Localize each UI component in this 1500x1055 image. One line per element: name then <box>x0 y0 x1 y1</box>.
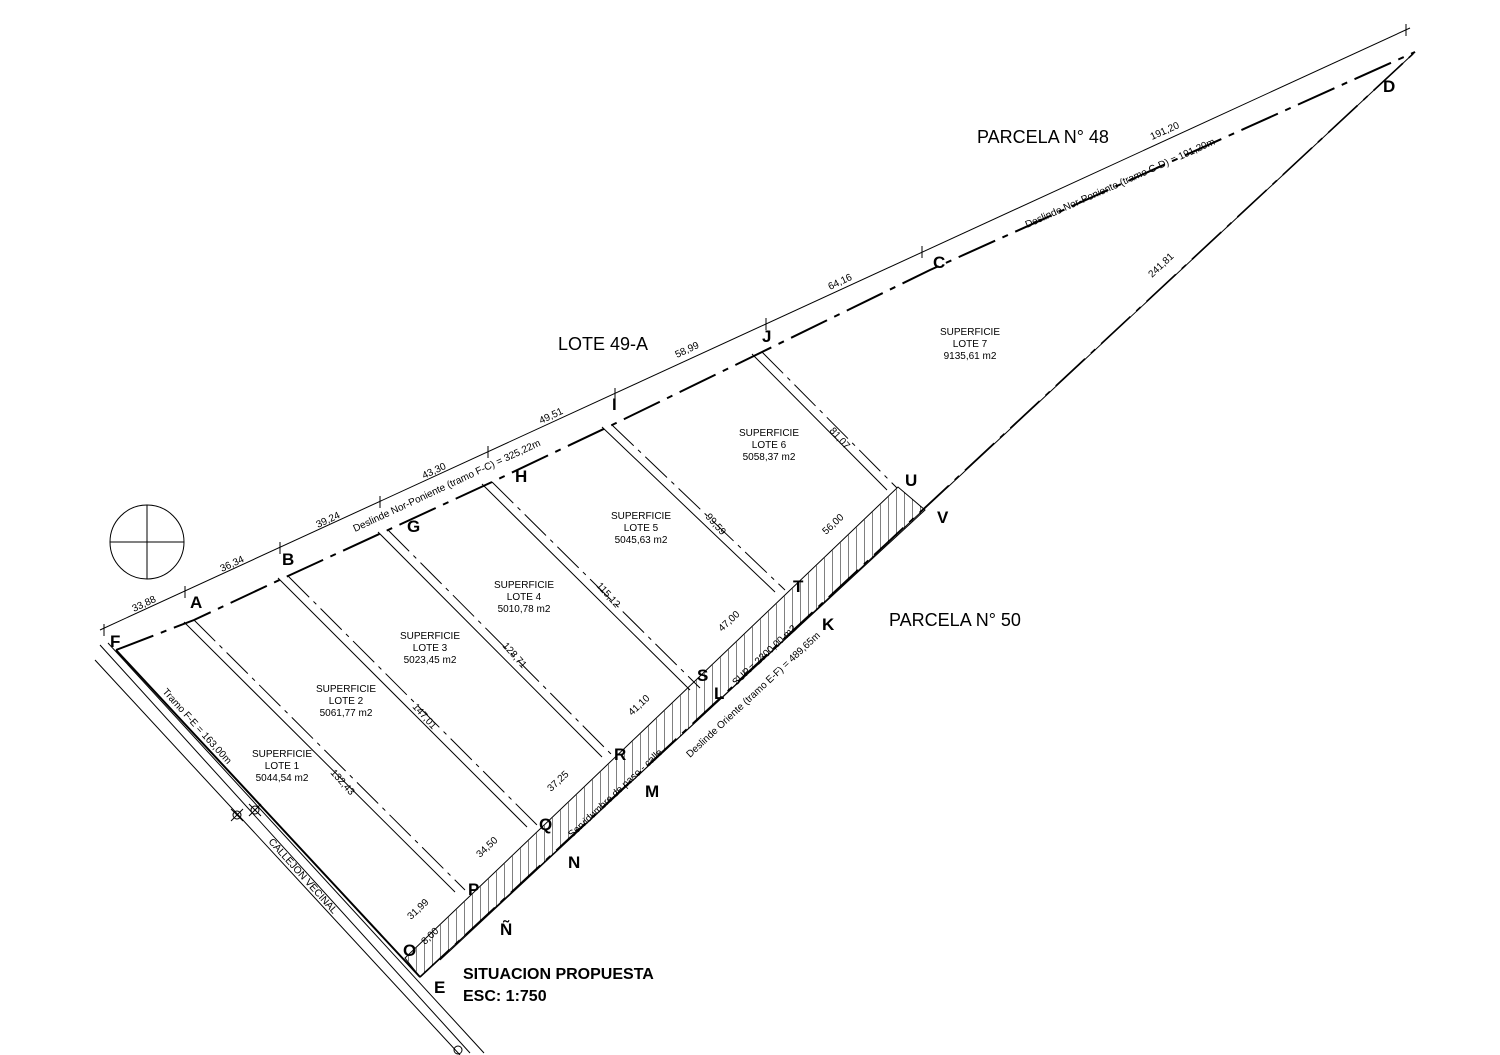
dim-bottom-6: 56,00 <box>821 512 847 537</box>
label-deslinde-fc: Deslinde Nor-Poniente (tramo F-C) = 325,… <box>352 438 543 535</box>
point-r: R <box>614 745 626 764</box>
svg-text:LOTE 1: LOTE 1 <box>265 761 300 772</box>
lot-2-label: SUPERFICIE LOTE 2 5061,77 m2 <box>316 684 376 719</box>
svg-text:SUPERFICIE: SUPERFICIE <box>494 580 554 591</box>
dim-bottom-1: 31,99 <box>406 897 432 922</box>
point-j: J <box>762 327 771 346</box>
point-o: O <box>403 941 416 960</box>
point-a: A <box>190 593 202 612</box>
svg-text:LOTE 2: LOTE 2 <box>329 696 364 707</box>
svg-text:LOTE 6: LOTE 6 <box>752 440 787 451</box>
point-m: M <box>645 782 659 801</box>
point-l: L <box>714 684 724 703</box>
svg-text:5058,37 m2: 5058,37 m2 <box>743 452 796 463</box>
svg-text:LOTE 5: LOTE 5 <box>624 523 659 534</box>
dim-top-8: 191,20 <box>1149 120 1182 143</box>
lot-3-label: SUPERFICIE LOTE 3 5023,45 m2 <box>400 631 460 666</box>
dim-top-5: 49,51 <box>538 406 566 427</box>
label-deslinde-cd: Deslinde Nor-Poniente (tramo C-D) = 191,… <box>1024 137 1217 231</box>
road-markers <box>230 803 463 1055</box>
dim-bottom-5: 47,00 <box>717 609 743 634</box>
lot-7-label: SUPERFICIE LOTE 7 9135,61 m2 <box>940 327 1000 362</box>
top-ticks <box>103 24 1407 636</box>
north-arrow <box>109 504 185 580</box>
svg-text:9135,61 m2: 9135,61 m2 <box>944 351 997 362</box>
point-nn: Ñ <box>500 919 512 939</box>
point-t: T <box>793 577 804 596</box>
label-tramo-fe: Tramo F-E = 163,00m <box>160 687 234 767</box>
plan-title: SITUACION PROPUESTA <box>463 966 654 983</box>
dim-top-6: 58,99 <box>674 340 702 361</box>
label-parcela-50: PARCELA N° 50 <box>889 610 1021 630</box>
point-u: U <box>905 471 917 490</box>
svg-text:SUPERFICIE: SUPERFICIE <box>316 684 376 695</box>
point-f: F <box>110 632 120 651</box>
dim-div-6: 81,07 <box>827 426 852 452</box>
lot-division-lines-solid <box>183 353 888 893</box>
svg-text:SUPERFICIE: SUPERFICIE <box>739 428 799 439</box>
svg-text:LOTE 3: LOTE 3 <box>413 643 448 654</box>
point-labels: A B C D E F G H I J K L M N Ñ O P Q R S … <box>110 77 1395 997</box>
point-c: C <box>933 253 945 272</box>
dim-div-4: 115,12 <box>594 581 622 611</box>
point-q: Q <box>539 815 552 834</box>
svg-text:5023,45 m2: 5023,45 m2 <box>404 655 457 666</box>
svg-text:SUPERFICIE: SUPERFICIE <box>940 327 1000 338</box>
callejon-road <box>94 642 485 1055</box>
svg-text:5061,77 m2: 5061,77 m2 <box>320 708 373 719</box>
point-k: K <box>822 615 835 634</box>
dim-bottom-2: 34,50 <box>475 835 501 860</box>
dim-top-4: 43,30 <box>421 461 449 482</box>
servidumbre-strip <box>404 486 926 978</box>
dim-top-2: 36,34 <box>219 554 247 575</box>
point-h: H <box>515 467 527 486</box>
point-i: I <box>612 395 617 414</box>
property-boundary <box>99 27 1416 978</box>
dim-top-3: 39,24 <box>315 510 343 531</box>
point-b: B <box>282 550 294 569</box>
svg-text:LOTE 7: LOTE 7 <box>953 339 988 350</box>
label-callejon: CALLEJON VECINAL <box>266 837 340 917</box>
lot-4-label: SUPERFICIE LOTE 4 5010,78 m2 <box>494 580 554 615</box>
dim-div-5: 99,59 <box>703 512 728 538</box>
point-n: N <box>568 853 580 872</box>
dim-east: 241,81 <box>1147 251 1177 280</box>
dim-div-2: 147,01 <box>410 702 439 732</box>
svg-text:SUPERFICIE: SUPERFICIE <box>400 631 460 642</box>
point-d: D <box>1383 77 1395 96</box>
point-v: V <box>937 508 949 527</box>
svg-text:5010,78 m2: 5010,78 m2 <box>498 604 551 615</box>
dim-top-1: 33,88 <box>131 594 159 615</box>
svg-text:LOTE 4: LOTE 4 <box>507 592 542 603</box>
point-e: E <box>434 978 445 997</box>
svg-text:5044,54 m2: 5044,54 m2 <box>256 773 309 784</box>
svg-text:SUPERFICIE: SUPERFICIE <box>252 749 312 760</box>
svg-text:SUPERFICIE: SUPERFICIE <box>611 511 671 522</box>
lot-6-label: SUPERFICIE LOTE 6 5058,37 m2 <box>739 428 799 463</box>
label-lote-49a: LOTE 49-A <box>558 334 648 354</box>
lot-5-label: SUPERFICIE LOTE 5 5045,63 m2 <box>611 511 671 546</box>
division-dimensions: 132,43 147,01 128,71 115,12 99,59 81,07 … <box>328 251 1177 798</box>
plan-scale: ESC: 1:750 <box>463 988 547 1005</box>
svg-text:5045,63 m2: 5045,63 m2 <box>615 535 668 546</box>
point-p: P <box>468 880 479 899</box>
dim-div-3: 128,71 <box>500 641 529 671</box>
dim-bottom-4: 41,10 <box>627 693 653 718</box>
lot-1-label: SUPERFICIE LOTE 1 5044,54 m2 <box>252 749 312 784</box>
point-g: G <box>407 517 420 536</box>
dim-div-1: 132,43 <box>328 768 357 798</box>
lot-division-lines <box>193 351 898 891</box>
point-s: S <box>697 666 708 685</box>
dim-bottom-3: 37,25 <box>546 769 572 794</box>
label-parcela-48: PARCELA N° 48 <box>977 127 1109 147</box>
